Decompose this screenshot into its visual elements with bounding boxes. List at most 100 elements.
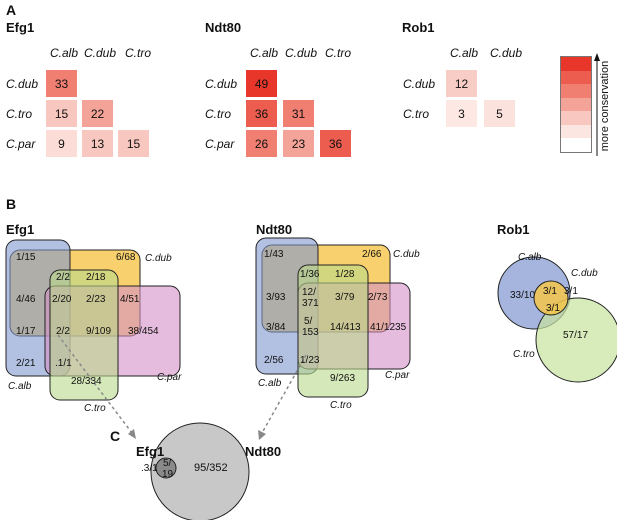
ndt80-region-value: 14/413 (330, 322, 361, 333)
efg1-region-value: 2/18 (86, 272, 106, 283)
panel-c-ndt80-only: 95/352 (194, 462, 228, 474)
efg1-heat-cell: 22 (82, 100, 113, 127)
efg1-region-value: 1/15 (16, 252, 36, 263)
ndt80-heat-cell: 36 (320, 130, 351, 157)
rob1-label-tro: C.tro (513, 349, 535, 360)
ndt80-region-value: 2/56 (264, 355, 284, 366)
ndt80-region-value: 1/43 (264, 249, 284, 260)
efg1-gene-circle (155, 457, 177, 479)
ndt80-arrow-head (258, 430, 266, 440)
efg1-heat-cell: 13 (82, 130, 113, 157)
efg1-region-value: 2/23 (86, 294, 106, 305)
efg1-label-alb: C.alb (8, 381, 32, 392)
ndt80-heat-cell: 26 (246, 130, 277, 157)
rob1-row-label: C.tro (403, 107, 430, 121)
ndt80-set-tro (297, 264, 369, 398)
ndt80-region-value: 1/28 (335, 269, 355, 280)
ndt80-row-label: C.tro (205, 107, 232, 121)
efg1-heat-cell: 9 (46, 130, 77, 157)
ndt80-matrix-title: Ndt80 (205, 20, 242, 35)
efg1-label-tro: C.tro (84, 403, 106, 414)
ndt80-gene-circle (150, 422, 250, 520)
rob1-set-dub (533, 280, 569, 316)
rob1-label-dub: C.dub (571, 268, 598, 279)
rob1-label-alb: C.alb (518, 252, 542, 263)
efg1-row-label: C.par (6, 137, 36, 151)
ndt80-row-label: C.dub (205, 77, 238, 91)
conservation-color-scale (560, 56, 592, 153)
panel-c-efg1-only: .3/1 (141, 463, 158, 474)
ndt80-region-value: 9/263 (330, 373, 356, 384)
ndt80-region-value: 3/79 (335, 292, 355, 303)
efg1-region-value: 6/68 (116, 252, 136, 263)
ndt80-region-value: 153 (302, 327, 319, 338)
panel-c-ndt80-label: Ndt80 (245, 444, 282, 459)
panel-c-letter: C (110, 428, 121, 444)
rob1-heat-cell: 12 (446, 70, 477, 97)
ndt80-region-value: 1/23 (300, 355, 320, 366)
ndt80-row-label: C.par (205, 137, 235, 151)
rob1-col-label: C.alb (450, 46, 479, 60)
efg1-heat-cell: 33 (46, 70, 77, 97)
efg1-matrix-title: Efg1 (6, 20, 35, 35)
ndt80-label-par: C.par (385, 370, 410, 381)
panel-a-letter: A (6, 2, 17, 18)
ndt80-label-dub: C.dub (393, 249, 420, 260)
panel-b-letter: B (6, 196, 17, 212)
panel-c-overlap: 19 (162, 469, 174, 480)
efg1-row-label: C.tro (6, 107, 33, 121)
ndt80-region-value: 371 (302, 298, 319, 309)
efg1-label-par: C.par (157, 372, 182, 383)
efg1-set-tro (49, 269, 119, 401)
ndt80-col-label: C.dub (285, 46, 318, 60)
efg1-heat-cell: 15 (46, 100, 77, 127)
ndt80-label-alb: C.alb (258, 378, 282, 389)
efg1-region-value: 28/334 (71, 376, 102, 387)
ndt80-col-label: C.tro (325, 46, 352, 60)
ndt80-heat-cell: 36 (246, 100, 277, 127)
ndt80-heat-cell: 23 (283, 130, 314, 157)
rob1-matrix-title: Rob1 (402, 20, 435, 35)
efg1-venn (5, 239, 181, 401)
panel-c-overlap: 5/ (163, 458, 172, 469)
efg1-venn-title: Efg1 (6, 222, 35, 237)
ndt80-region-value: 1/36 (300, 269, 320, 280)
rob1-heat-cell: 5 (484, 100, 515, 127)
ndt80-heat-cell: 31 (283, 100, 314, 127)
efg1-region-value: 4/46 (16, 294, 36, 305)
rob1-set-tro (535, 297, 617, 383)
efg1-row-label: C.dub (6, 77, 39, 91)
rob1-region-value: 3/1 (543, 286, 557, 297)
ndt80-region-value: 2/66 (362, 249, 382, 260)
panel-c-efg1-label: Efg1 (136, 444, 165, 459)
efg1-col-label: C.tro (125, 46, 152, 60)
rob1-region-value: 57/17 (563, 330, 589, 341)
rob1-venn-title: Rob1 (497, 222, 530, 237)
efg1-region-value: 38/454 (128, 326, 159, 337)
ndt80-region-value: 5/ (304, 316, 313, 327)
rob1-venn (497, 256, 617, 383)
ndt80-region-value: 41/1235 (370, 322, 407, 333)
ndt80-heat-cell: 49 (246, 70, 277, 97)
efg1-heat-cell: 15 (118, 130, 149, 157)
ndt80-region-value: 3/93 (266, 292, 286, 303)
efg1-to-c-arrow (57, 334, 133, 434)
rob1-col-label: C.dub (490, 46, 523, 60)
rob1-heat-cell: 3 (446, 100, 477, 127)
ndt80-region-value: 12/ (302, 287, 316, 298)
rob1-row-label: C.dub (403, 77, 436, 91)
efg1-region-value: 2/21 (16, 358, 36, 369)
ndt80-venn (255, 237, 411, 398)
efg1-region-value: 2/2 (56, 326, 70, 337)
efg1-region-value: 1/17 (16, 326, 36, 337)
efg1-region-value: 2/2 (56, 272, 70, 283)
efg1-region-value: 9/109 (86, 326, 112, 337)
efg1-arrow-head (128, 429, 136, 439)
rob1-region-value: 3/1 (564, 286, 578, 297)
ndt80-region-value: 2/73 (368, 292, 388, 303)
ndt80-col-label: C.alb (250, 46, 279, 60)
ndt80-region-value: 3/84 (266, 322, 286, 333)
rob1-region-value: 33/10 (510, 290, 536, 301)
efg1-label-dub: C.dub (145, 253, 172, 264)
